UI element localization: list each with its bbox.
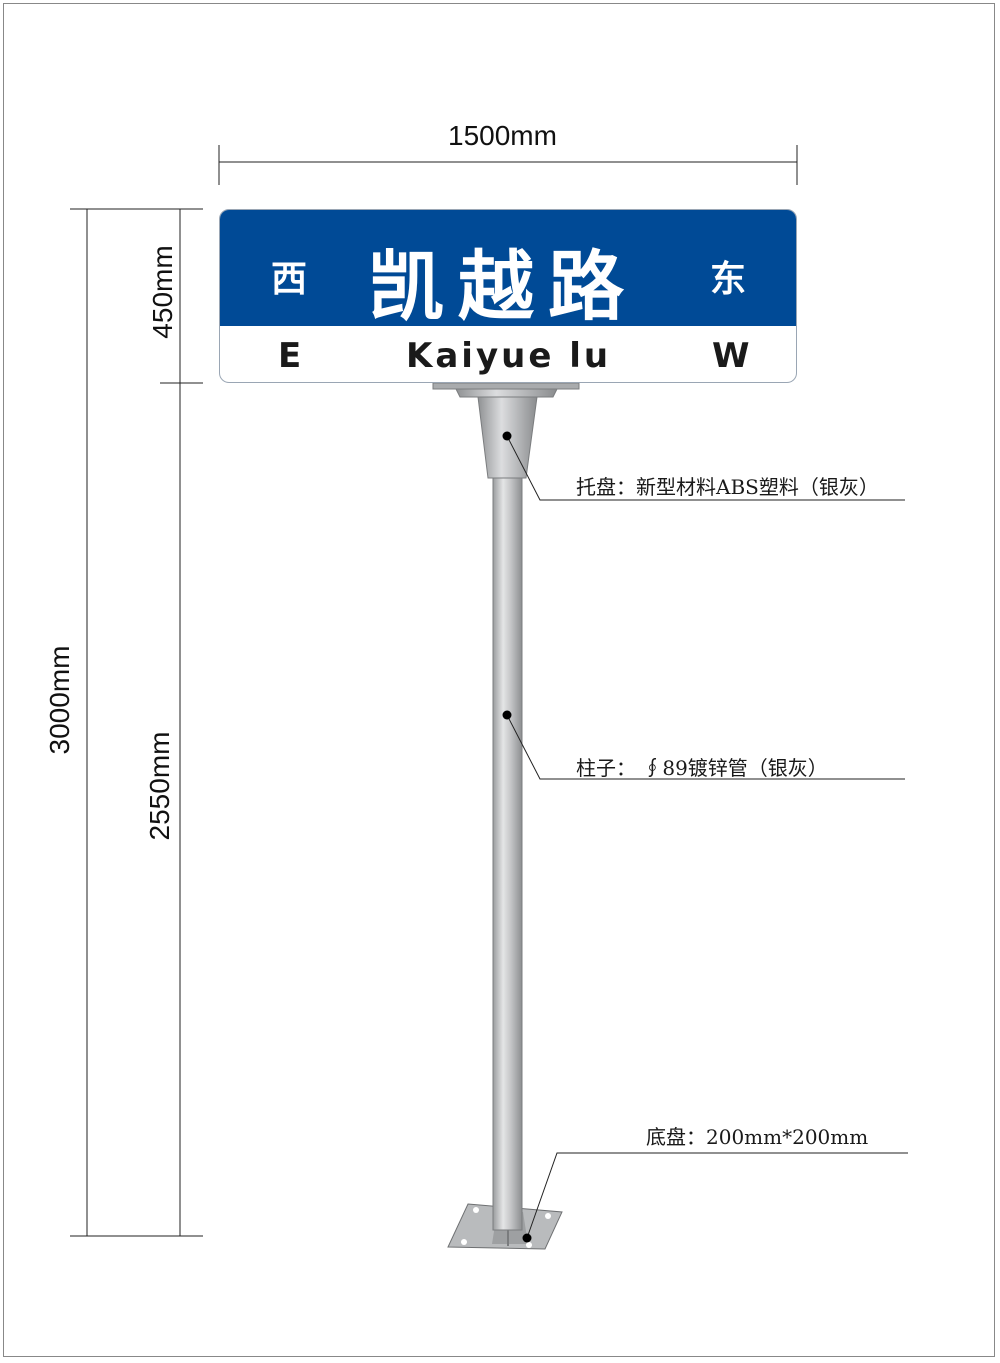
sign-height-dimension-label: 450mm [147,245,178,339]
street-sign-panel: 西 凯越路 东 E Kaiyue lu W [219,209,797,383]
total-height-dimension-label: 3000mm [44,645,75,755]
sign-direction-east-cn: 东 [710,259,747,300]
sign-blue-band: 西 凯越路 东 [220,210,796,331]
height-dimension-lines [70,208,203,1237]
pole-callout-text: 柱子： ∮89镀锌管（银灰） [576,756,828,780]
sign-road-pinyin: Kaiyue lu [406,336,612,376]
base-callout-text: 底盘：200mm*200mm [646,1125,869,1149]
width-dimension-line [218,145,798,185]
tray-callout-text: 托盘：新型材料ABS塑料（银灰） [576,475,879,499]
page-frame [3,3,995,1357]
callout-leaders [506,435,908,1239]
sign-road-name: 凯越路 [368,242,638,331]
sign-direction-west-cn: 西 [271,259,308,300]
pole [492,477,523,1231]
tray [432,382,580,479]
pole-height-dimension-label: 2550mm [144,731,175,841]
width-dimension-label: 1500mm [448,120,557,151]
sign-direction-e: E [278,336,302,376]
callout-dots [502,431,532,1243]
sign-direction-w: W [712,336,750,376]
